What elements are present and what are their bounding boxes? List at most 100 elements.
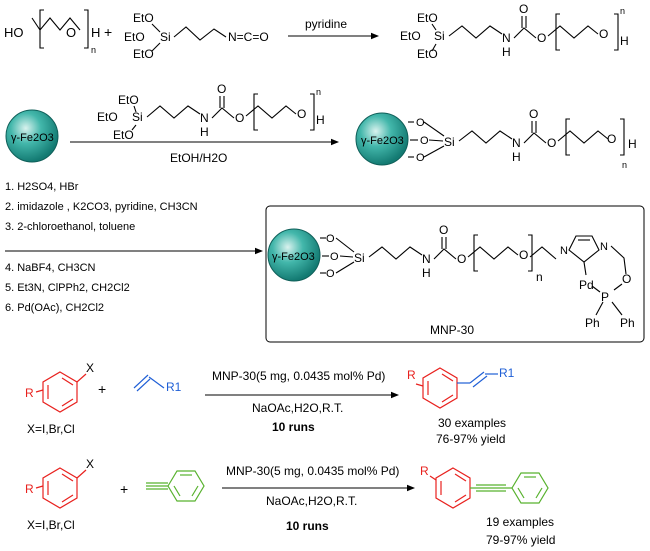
nanoparticle-label: γ-Fe2O3 <box>11 132 54 144</box>
catalyst-box <box>265 205 645 343</box>
product2-n: N <box>512 136 521 150</box>
heck-product-ring <box>415 367 458 409</box>
sonogashira-reaction: R X X=I,Br,Cl + MNP-30(5 mg, 0.0435 mol%… <box>25 457 555 547</box>
catalyst-p: P <box>601 290 609 304</box>
product1-o-end: O <box>599 27 608 41</box>
reagent2-o-end: O <box>297 107 306 121</box>
sono-halides: X=I,Br,Cl <box>27 518 75 532</box>
silane-chain <box>151 23 227 52</box>
catalyst-nanoparticle <box>267 228 321 282</box>
heck-conditions-top: MNP-30(5 mg, 0.0435 mol% Pd) <box>212 369 385 383</box>
catalyst-name: MNP-30 <box>430 323 474 337</box>
sono-product-r: R <box>420 464 429 478</box>
nanoparticle <box>5 109 59 163</box>
silane-eto-1: EtO <box>133 11 154 25</box>
catalyst-si: Si <box>354 251 365 265</box>
step-3: 3. 2-chloroethanol, toluene <box>5 221 135 233</box>
reagent2-eto-3: EtO <box>113 128 134 142</box>
product2-o-mid: O <box>607 132 616 146</box>
sono-runs: 10 runs <box>286 519 329 533</box>
conditions-2: EtOH/H2O <box>170 151 227 165</box>
reagent2-ester-o: O <box>235 111 244 125</box>
plus-1: + <box>104 24 112 40</box>
product1-chain <box>431 13 619 52</box>
product2-si: Si <box>444 135 455 149</box>
catalyst-o-a: O <box>457 252 466 266</box>
sono-conditions-mid: NaOAc,H2O,R.T. <box>266 494 357 508</box>
product2-nh-h: H <box>512 150 521 164</box>
heck-halides: X=I,Br,Cl <box>27 422 75 436</box>
catalyst-pd: Pd <box>579 278 594 292</box>
heck-product-alkene <box>457 371 498 388</box>
sono-yield: 79-97% yield <box>486 533 555 547</box>
heck-runs: 10 runs <box>272 420 315 434</box>
reagent2-chain <box>131 93 315 131</box>
heck-plus: + <box>98 381 106 397</box>
sono-product-ring <box>429 467 471 509</box>
catalyst-im-n1: N <box>560 245 568 257</box>
sono-aryl-halide <box>35 467 87 509</box>
catalyst-im-n2: N <box>600 241 608 253</box>
product1-carbonyl-o: O <box>519 2 528 16</box>
reagent2-n-label: n <box>316 87 321 97</box>
sono-product-alkyne <box>470 472 549 504</box>
reagent2-nh-h: H <box>200 125 209 139</box>
sono-plus: + <box>120 481 128 497</box>
heck-x: X <box>86 361 94 375</box>
product2-o-3: O <box>416 152 425 164</box>
product2-o-2: O <box>420 135 429 147</box>
product2-n-label: n <box>622 160 627 170</box>
reaction-3: 1. H2SO4, HBr 2. imidazole , K2CO3, pyri… <box>5 181 645 343</box>
step-5: 5. Et3N, ClPPh2, CH2Cl2 <box>5 282 130 294</box>
catalyst-chain <box>320 234 627 316</box>
heck-examples: 30 examples <box>438 416 506 430</box>
step-2: 2. imidazole , K2CO3, pyridine, CH3CN <box>5 201 198 213</box>
product2-carbonyl-o: O <box>529 107 538 121</box>
sono-phenylacetylene <box>146 470 205 502</box>
heck-r: R <box>25 386 34 400</box>
heck-alkene <box>133 374 165 392</box>
catalyst-carbonyl-o: O <box>439 223 448 237</box>
reagent2-h-end: H <box>316 113 325 127</box>
product1-n-label: n <box>620 6 625 16</box>
step-list: 1. H2SO4, HBr 2. imidazole , K2CO3, pyri… <box>5 181 198 314</box>
peg-h: H <box>91 25 100 40</box>
reagent2-n: N <box>200 111 209 125</box>
step-6: 6. Pd(OAc), CH2Cl2 <box>5 302 104 314</box>
product1-n: N <box>502 31 511 45</box>
heck-conditions-mid: NaOAc,H2O,R.T. <box>252 401 343 415</box>
catalyst-o-1: O <box>326 233 335 245</box>
product1-ester-o: O <box>537 31 546 45</box>
reagent2-eto-2: EtO <box>97 110 118 124</box>
product1-eto-3: EtO <box>417 47 438 61</box>
product1-si: Si <box>434 29 445 43</box>
catalyst-o-2: O <box>330 251 339 263</box>
product1-nh-h: H <box>502 45 511 59</box>
step-1: 1. H2SO4, HBr <box>5 181 79 193</box>
peg-ho: HO <box>4 25 24 40</box>
silane-isocyanate: N=C=O <box>228 30 269 44</box>
catalyst-o-b: O <box>519 248 528 262</box>
catalyst-nh-h: H <box>422 266 431 280</box>
reagent2-eto-1: EtO <box>118 93 139 107</box>
catalyst-o-link: O <box>622 272 631 286</box>
sono-examples: 19 examples <box>486 515 554 529</box>
heck-yield: 76-97% yield <box>436 432 505 446</box>
catalyst-o-3: O <box>326 268 335 280</box>
sono-conditions-top: MNP-30(5 mg, 0.0435 mol% Pd) <box>226 464 399 478</box>
catalyst-particle-label: γ-Fe2O3 <box>272 251 315 263</box>
peg-o: O <box>66 25 76 40</box>
catalyst-n-label: n <box>536 270 543 284</box>
product1-h-end: H <box>620 34 629 48</box>
catalyst-ph-1: Ph <box>585 316 600 330</box>
product2-chain <box>408 118 625 158</box>
reagent2-si: Si <box>132 110 143 124</box>
silane-si: Si <box>160 30 171 44</box>
peg-reactant <box>31 9 89 49</box>
heck-reaction: R X X=I,Br,Cl + R1 MNP-30(5 mg, 0.0435 m… <box>25 361 515 446</box>
sono-r: R <box>25 482 34 496</box>
heck-product-r: R <box>407 368 416 382</box>
nanoparticle-product-label: γ-Fe2O3 <box>361 135 404 147</box>
product2-h-end: H <box>628 137 637 151</box>
